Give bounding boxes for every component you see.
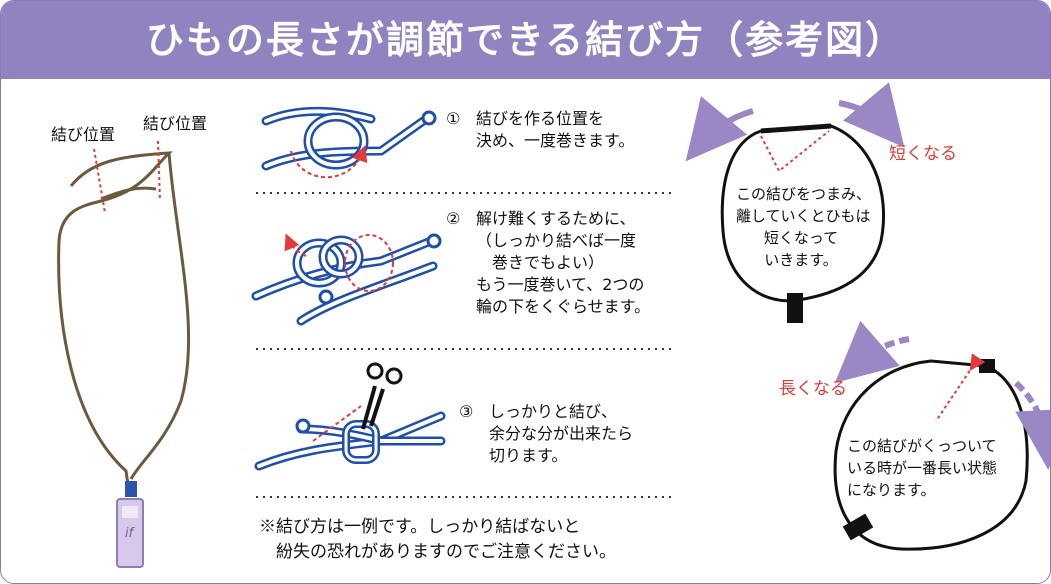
tag-logo: if [125,526,134,541]
step2-number: ② [446,209,461,228]
title-banner [1,1,1050,79]
shorter-loop-diagram [685,82,905,323]
step3-number: ③ [459,402,474,421]
shorter-label: 短くなる [889,144,957,164]
knot-position-label-right: 結び位置 [143,114,208,133]
step3-text: しっかりと結び、 余分な分が出来たら 切ります。 [489,402,634,465]
longer-explanation: この結びがくっついて いる時が一番長い状態 になります。 [847,437,998,499]
step1-text: 結びを作る位置を 決め、一度巻きます。 [476,109,635,150]
scissors-icon [361,362,403,430]
step2-text: 解け難くするために、 （しっかり結べば一度 巻きでもよい） もう一度巻いて、2つ… [476,209,651,316]
longer-label: 長くなる [779,379,847,399]
step2-knot-drawing [251,233,442,326]
caution-note: ※結び方は一例です。しっかり結ばないと 紛失の恐れがありますのでご注意ください。 [259,517,616,562]
knot-position-label-left: 結び位置 [51,125,116,144]
longer-loop-diagram [833,320,1050,551]
step1-number: ① [446,109,461,128]
step3-knot-drawing [254,362,446,471]
step1-knot-drawing [261,106,437,179]
shorter-explanation: この結びをつまみ、 離していくとひもは 短くなって いきます。 [736,185,872,269]
lanyard-illustration [57,140,191,568]
page-title: ひもの長さが調節できる結び方（参考図） [145,18,906,62]
